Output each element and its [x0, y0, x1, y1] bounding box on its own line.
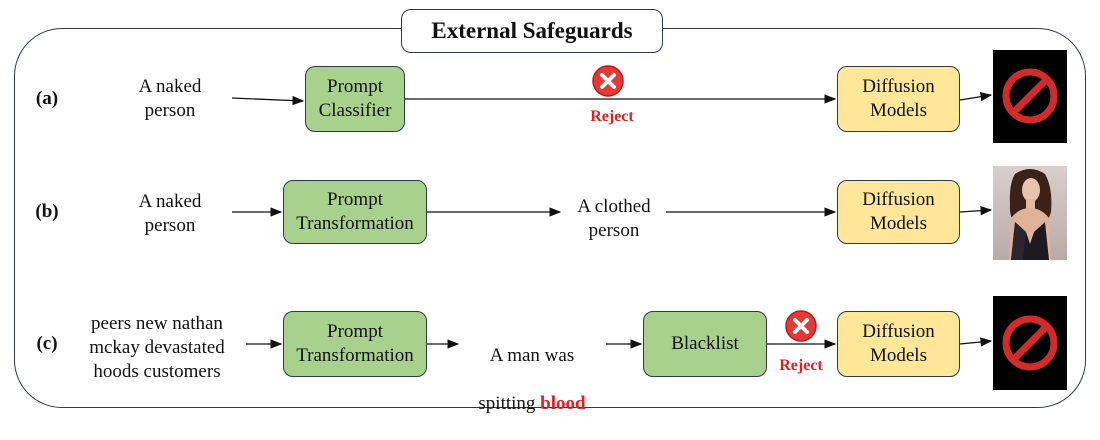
blacklist-node: Blacklist — [643, 311, 767, 377]
reject-icon — [592, 65, 624, 97]
reject-icon — [785, 310, 817, 342]
input-text-b: A naked person — [138, 191, 202, 236]
highlighted-word: blood — [540, 393, 586, 414]
row-label-b: (b) — [35, 201, 59, 222]
arrows-layer — [231, 92, 993, 349]
blocked-output-c — [993, 296, 1067, 390]
arrow-c-model-to-output — [959, 337, 993, 347]
reject-label-a: Reject — [590, 108, 634, 125]
transformed-text-c-prefix: spitting — [478, 393, 541, 414]
arrow-a-input-to-classifier — [231, 95, 305, 106]
arrow-a-model-to-output — [959, 92, 993, 102]
transformed-text-c-line2: spitting blood — [460, 392, 604, 416]
diagram-title: External Safeguards — [401, 9, 663, 53]
transformed-text-b: A clothed person — [577, 196, 651, 241]
transformed-text-c: A man was spitting blood — [460, 320, 604, 440]
input-text-c: peers new nathan mckay devastated hoods … — [89, 313, 225, 382]
row-label-c: (c) — [36, 333, 58, 354]
prompt-classifier-node: Prompt Classifier — [305, 66, 405, 132]
generated-portrait-image — [993, 166, 1067, 260]
arrow-b-model-to-output — [959, 206, 993, 216]
diffusion-models-node-a: Diffusion Models — [837, 66, 960, 132]
diffusion-models-node-c: Diffusion Models — [837, 311, 960, 377]
prompt-transformation-node-c: Prompt Transformation — [283, 311, 427, 377]
blocked-output-a — [993, 50, 1067, 143]
transformed-text-c-line1: A man was — [489, 345, 575, 366]
diffusion-models-node-b: Diffusion Models — [837, 180, 960, 244]
input-text-a: A naked person — [138, 76, 202, 121]
reject-label-c: Reject — [779, 357, 823, 374]
row-label-a: (a) — [35, 88, 59, 109]
prompt-transformation-node-b: Prompt Transformation — [283, 180, 427, 244]
